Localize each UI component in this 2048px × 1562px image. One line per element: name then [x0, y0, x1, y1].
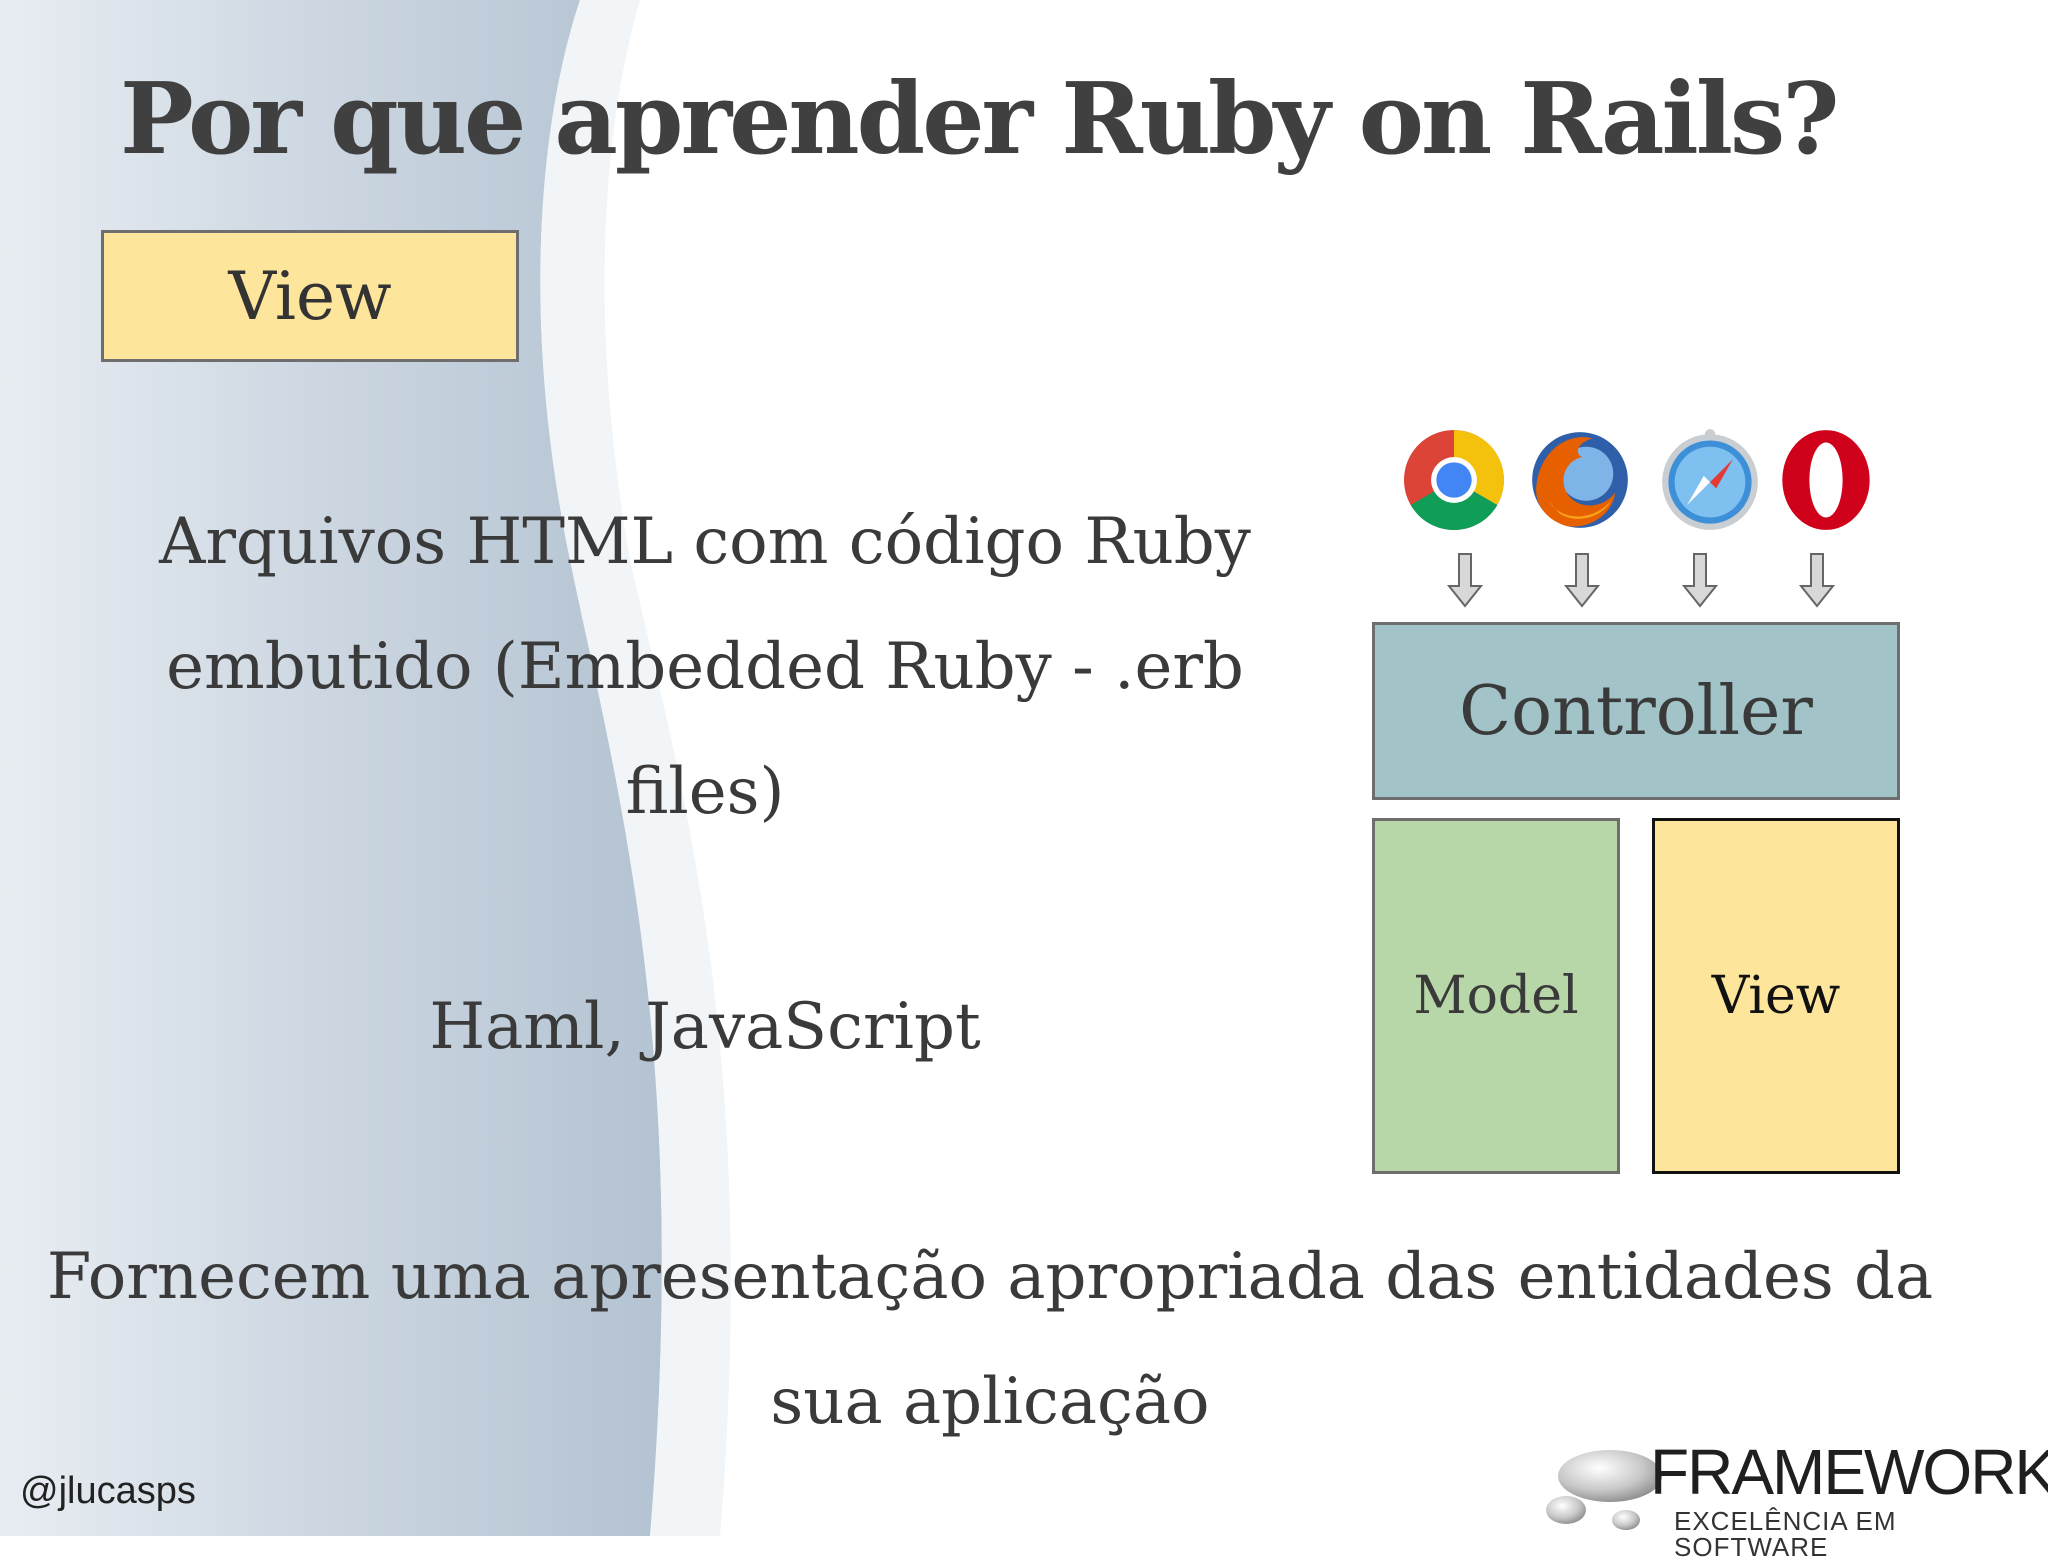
firefox-icon	[1532, 432, 1628, 528]
paragraph-presentation: Fornecem uma apresentação apropriada das…	[46, 1240, 1934, 1439]
opera-icon	[1782, 430, 1870, 530]
arrow-down-icon	[1681, 553, 1719, 608]
author-handle: @jlucasps	[20, 1470, 196, 1512]
chrome-icon	[1404, 430, 1504, 530]
slide-title: Por que aprender Ruby on Rails?	[120, 62, 1840, 177]
arrow-down-icon	[1446, 553, 1484, 608]
arrow-down-icon	[1798, 553, 1836, 608]
arrow-down-icon	[1563, 553, 1601, 608]
section-label-view: View	[101, 230, 519, 362]
logo-tagline: EXCELÊNCIA EM SOFTWARE	[1674, 1506, 1897, 1562]
paragraph-erb: Arquivos HTML com código Ruby embutido (…	[159, 505, 1251, 829]
logo-name: FRAMEWORK	[1650, 1436, 2048, 1508]
paragraph-haml: Haml, JavaScript	[429, 990, 981, 1064]
view-box: View	[1652, 818, 1900, 1174]
model-box: Model	[1372, 818, 1620, 1174]
safari-icon	[1662, 429, 1758, 530]
framework-logo	[1546, 1450, 1662, 1530]
controller-box: Controller	[1372, 622, 1900, 800]
